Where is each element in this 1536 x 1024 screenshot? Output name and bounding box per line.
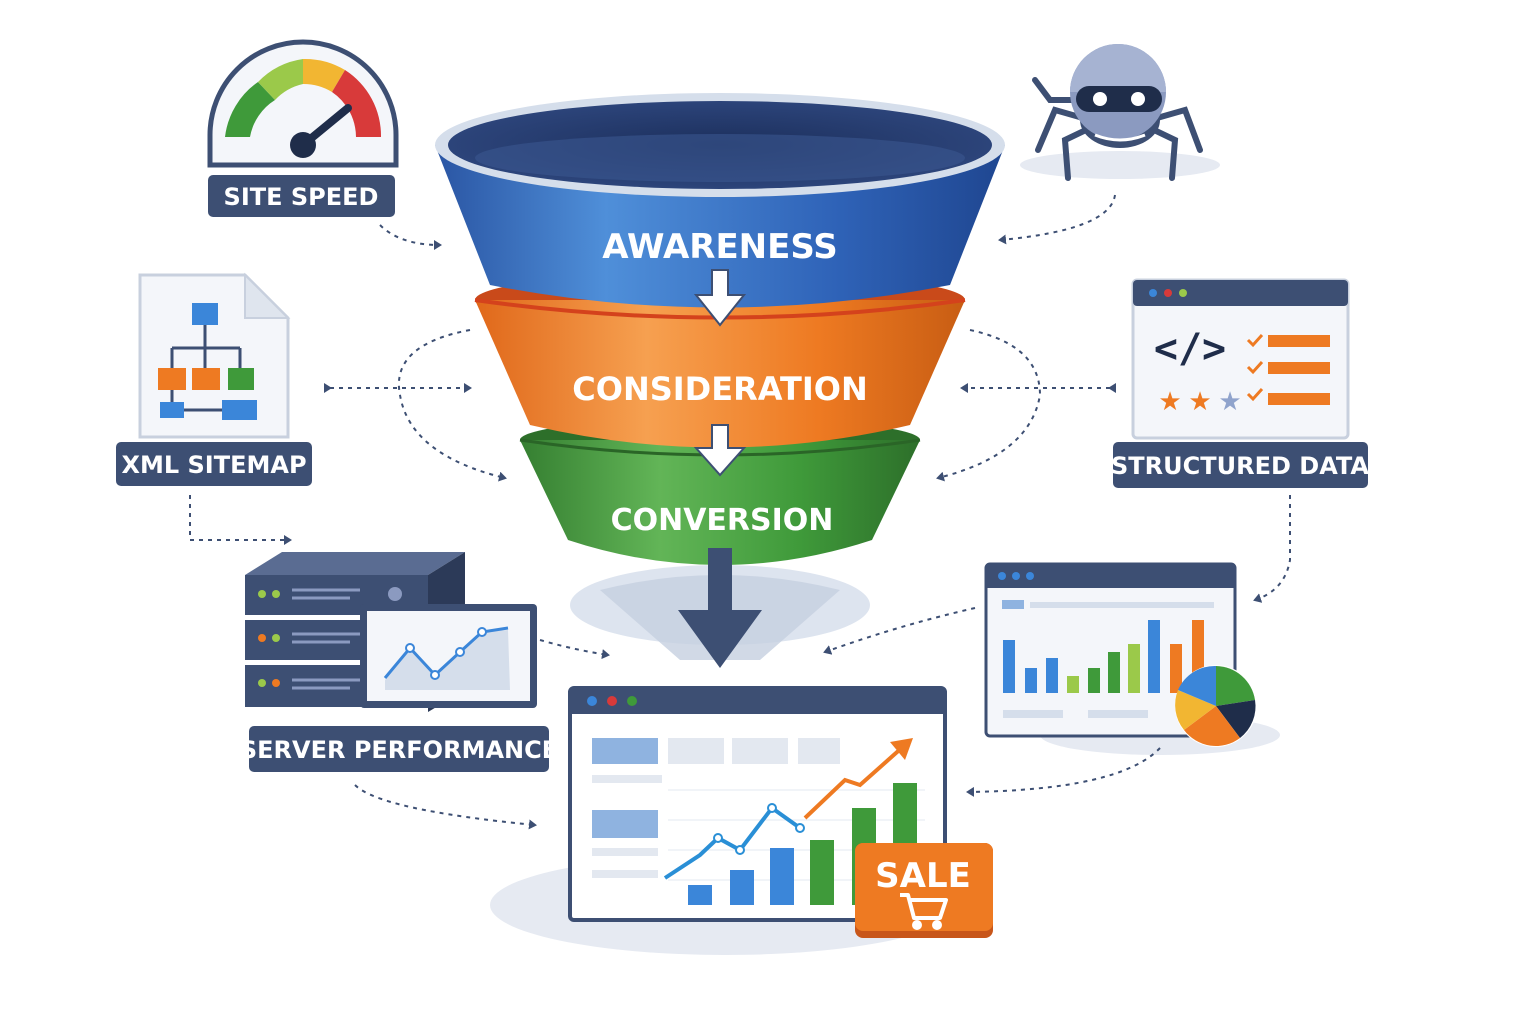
structured-data-label: STRUCTURED DATA bbox=[1111, 452, 1369, 480]
server-performance-label-bg bbox=[249, 726, 549, 772]
sitemap-document-icon bbox=[138, 272, 291, 439]
structured-data-factor: </> ★ ★ ★ STRUCTURED DATA bbox=[936, 278, 1369, 603]
funnel: AWARENESS CONSIDERATION CONVERSION bbox=[435, 93, 1005, 668]
sale-badge: SALE bbox=[855, 843, 993, 938]
code-window-icon: </> ★ ★ ★ bbox=[1131, 278, 1350, 440]
stage-label-awareness: AWARENESS bbox=[602, 227, 838, 267]
xml-sitemap-connector-curve bbox=[397, 329, 507, 482]
structured-data-label-bg bbox=[1113, 442, 1368, 488]
site-speed-factor: SITE SPEED bbox=[207, 39, 442, 250]
sale-badge-label: SALE bbox=[875, 856, 971, 896]
analytics-dashboard-icon bbox=[823, 562, 1280, 797]
arrow-down-1 bbox=[693, 269, 747, 327]
server-performance-label: SERVER PERFORMANCE bbox=[240, 736, 558, 764]
site-speed-label-bg bbox=[208, 175, 395, 217]
xml-sitemap-connector-down bbox=[189, 495, 292, 545]
funnel-flow-arrows bbox=[693, 269, 747, 477]
site-speed-connector bbox=[379, 224, 442, 250]
xml-sitemap-label-bg bbox=[116, 442, 312, 486]
arrow-down-3 bbox=[678, 548, 762, 668]
spider-connector bbox=[998, 194, 1116, 245]
server-connector-upper bbox=[539, 639, 610, 660]
svg-text:★: ★ bbox=[1188, 387, 1211, 417]
structured-data-connector-curve bbox=[936, 329, 1042, 482]
funnel-stage-awareness bbox=[435, 93, 1005, 308]
shopping-cart-icon bbox=[900, 893, 948, 930]
spider-bot-icon bbox=[998, 44, 1220, 245]
pie-chart-icon bbox=[1175, 665, 1257, 747]
stage-label-conversion: CONVERSION bbox=[611, 503, 834, 538]
svg-text:</>: </> bbox=[1154, 326, 1226, 372]
xml-sitemap-label: XML SITEMAP bbox=[121, 451, 306, 479]
site-speed-label: SITE SPEED bbox=[224, 183, 379, 211]
stage-label-consideration: CONSIDERATION bbox=[572, 370, 867, 408]
server-connector-lower bbox=[354, 784, 537, 830]
analytics-connector-lower bbox=[966, 747, 1161, 797]
xml-sitemap-factor: XML SITEMAP bbox=[116, 272, 507, 545]
arrow-down-2 bbox=[693, 424, 747, 477]
svg-text:★: ★ bbox=[1158, 387, 1181, 417]
server-rack-icon bbox=[245, 552, 537, 712]
svg-text:★: ★ bbox=[1218, 387, 1241, 417]
structured-data-connector-down bbox=[1253, 495, 1291, 603]
speedometer-icon bbox=[207, 39, 399, 168]
analytics-connector-upper bbox=[823, 607, 976, 655]
server-performance-factor: SERVER PERFORMANCE bbox=[240, 552, 610, 830]
